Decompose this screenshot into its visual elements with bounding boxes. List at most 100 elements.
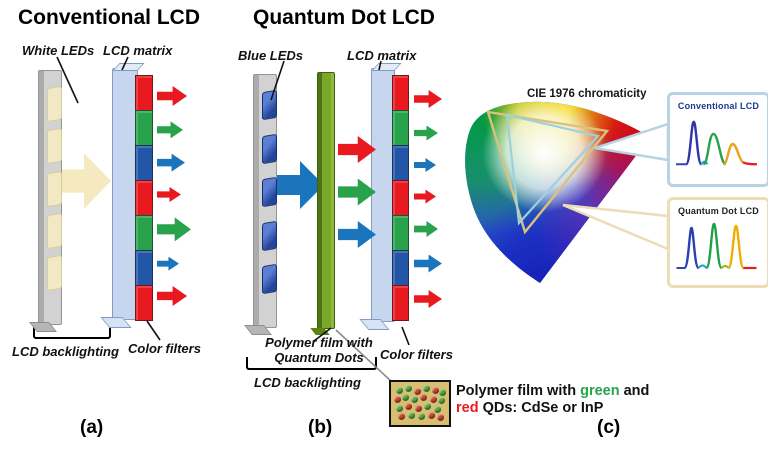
red-quantum-dot [420,394,427,401]
green-arrow [414,125,438,141]
red-filter-segment [135,75,153,111]
green-quantum-dot [438,397,445,404]
led-block [47,212,62,249]
led-block [47,128,62,165]
color-filter-column-b [392,75,409,321]
lcd-backlighting-label-a: LCD backlighting [12,344,119,359]
caption-c: (c) [597,417,621,438]
caption-a: (a) [80,417,104,438]
red-quantum-dot [394,396,401,403]
led-block [262,89,277,121]
blue-arrow [157,153,185,172]
red-arrow [414,90,442,108]
caption-segment: red [456,400,479,416]
blue-filter-segment [392,250,409,286]
red-arrow [157,285,187,306]
led-block [262,220,277,251]
caption-b: (b) [308,417,333,438]
blue-leds-label: Blue LEDs [238,48,304,63]
green-quantum-dot [439,389,446,396]
color-filters-label-a: Color filters [128,341,201,356]
caption-segment: green [580,383,620,399]
blue-filter-segment [135,250,153,286]
green-quantum-dot [418,413,425,420]
blue-arrow [338,221,376,248]
green-quantum-dot [424,403,431,410]
red-quantum-dot [414,388,421,395]
panel-b-title: Quantum Dot LCD [253,6,435,29]
red-filter-segment [392,285,409,321]
red-filter-segment [135,180,153,216]
red-arrow [414,290,442,308]
quantum-dot-film [317,72,335,329]
blue-filter-segment [135,145,153,181]
white-leds-label: White LEDs [22,43,95,58]
lcd-backlighting-label-b: LCD backlighting [254,375,361,390]
blue-arrow [157,256,179,271]
caption-segment: and [619,383,650,399]
led-block [47,254,62,292]
green-filter-segment [135,110,153,146]
lcd-matrix-label-b: LCD matrix [347,48,417,63]
green-arrow [338,178,376,206]
red-arrow [157,86,187,106]
green-filter-segment [135,215,153,251]
blue-arrow [414,254,442,273]
polymer-film-label: Polymer film with Quantum Dots [265,335,373,365]
output-arrows-a [157,86,191,306]
lcd-matrix-label-a: LCD matrix [103,43,173,58]
panel-a-title: Conventional LCD [18,6,200,29]
red-arrow [338,136,376,163]
cie-chromaticity-diagram [465,101,670,283]
conventional-spectrum-plot [676,120,757,166]
green-quantum-dot [411,396,418,403]
led-block [262,176,277,208]
color-filters-label-b: Color filters [380,347,453,362]
led-block [262,263,277,295]
red-quantum-dot [432,387,439,394]
conventional-spectrum-title: Conventional LCD [677,101,760,111]
backlight-bracket-a [33,327,111,339]
white-light-arrow [57,153,111,209]
green-quantum-dot [423,385,430,392]
green-quantum-dot [405,385,412,392]
backlight-bar-b [253,74,277,328]
green-quantum-dot [434,406,441,413]
blue-arrow [414,158,436,172]
red-filter-segment [392,75,409,111]
red-filter-segment [135,285,153,321]
led-block [47,170,62,207]
green-filter-segment [392,215,409,251]
green-quantum-dot [396,405,403,412]
green-arrow [157,217,191,242]
green-quantum-dot [402,394,409,401]
qd-gamut-triangle [486,110,610,235]
conventional-gamut-triangle [505,113,601,226]
blue-led-column [262,89,277,295]
red-arrow [157,186,181,202]
led-block [262,133,277,164]
white-led-column [47,85,62,292]
green-arrow [414,221,438,237]
caption-segment: QDs: CdSe or InP [478,400,604,416]
cie-horseshoe [465,101,650,283]
green-quantum-dot [408,412,415,419]
qd-spectrum-plot [676,222,757,270]
lcd-matrix-panel-a [112,68,138,320]
green-filter-segment [392,110,409,146]
qd-spectrum-title: Quantum Dot LCD [678,206,759,216]
qd-film-caption: Polymer film with green and red QDs: CdS… [456,383,664,417]
qd-film-inset [389,380,451,427]
red-quantum-dot [398,413,405,420]
red-quantum-dot [405,403,412,410]
conventional-spectrum-box: Conventional LCD [667,92,768,187]
caption-segment: Polymer film with [456,383,581,399]
red-quantum-dot [430,396,437,403]
red-quantum-dot [428,412,435,419]
red-quantum-dot [437,414,444,421]
green-quantum-dot [396,387,403,394]
green-arrow [157,121,183,139]
qd-spectrum-box: Quantum Dot LCD [667,197,768,288]
red-arrow [414,189,436,204]
